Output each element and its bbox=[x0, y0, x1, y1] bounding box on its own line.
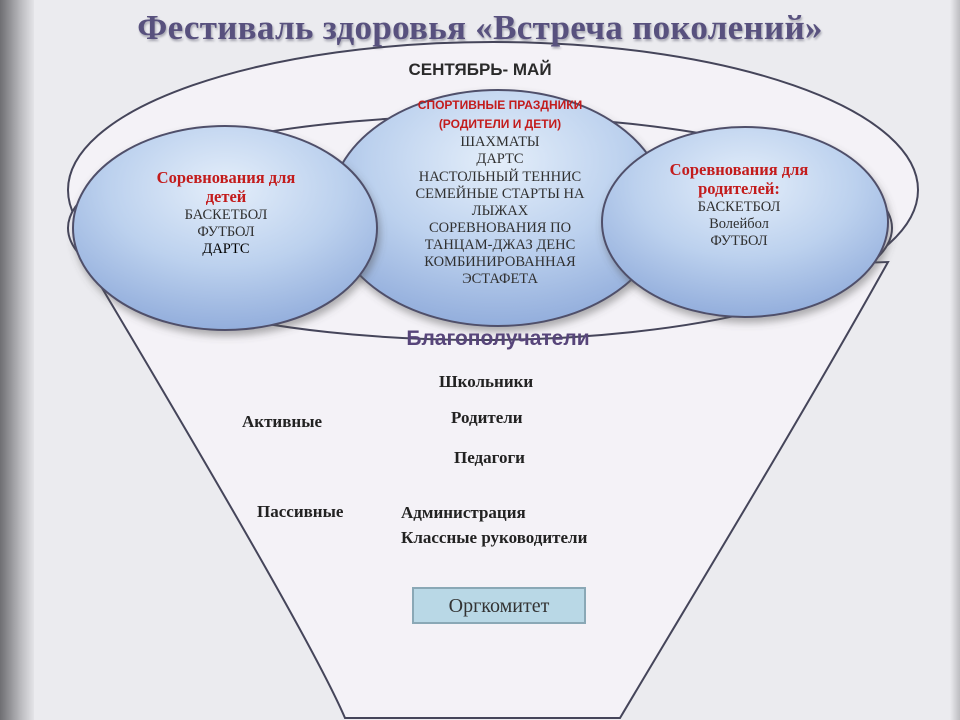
funnel-shape bbox=[100, 260, 890, 719]
center-bubble-item: ДАРТС bbox=[476, 151, 524, 168]
center-bubble-item: ЭСТАФЕТА bbox=[462, 271, 538, 288]
center-bubble-heading: СПОРТИВНЫЕ ПРАЗДНИКИ bbox=[417, 98, 583, 112]
left-bubble-text: Соревнования для детей БАСКЕТБОЛ ФУТБОЛ … bbox=[108, 168, 344, 258]
active-item-teachers: Педагоги bbox=[454, 448, 525, 467]
right-bubble-heading: Соревнования для bbox=[669, 160, 809, 179]
right-bubble-text: Соревнования для родителей: БАСКЕТБОЛ Во… bbox=[628, 160, 850, 250]
left-bubble-item: БАСКЕТБОЛ bbox=[184, 206, 268, 223]
center-bubble-item: СЕМЕЙНЫЕ СТАРТЫ НА bbox=[415, 185, 585, 202]
active-item-parents: Родители bbox=[451, 408, 523, 427]
left-bubble-heading-2: детей bbox=[205, 187, 247, 207]
beneficiaries-heading: Благополучатели bbox=[406, 327, 590, 350]
center-bubble-item: ШАХМАТЫ bbox=[460, 134, 540, 151]
center-bubble-heading-2: (РОДИТЕЛИ И ДЕТИ) bbox=[438, 117, 562, 132]
right-bubble-item: БАСКЕТБОЛ bbox=[697, 198, 781, 215]
period-label: СЕНТЯБРЬ- МАЙ bbox=[408, 60, 552, 79]
passive-item-administration: Администрация bbox=[401, 503, 526, 522]
page-title: Фестиваль здоровья «Встреча поколений» bbox=[137, 8, 823, 47]
organizer-box: Оргкомитет bbox=[412, 587, 586, 624]
right-bubble-item: ФУТБОЛ bbox=[710, 233, 768, 250]
left-bubble-item: ДАРТС bbox=[202, 241, 250, 258]
active-label: Активные bbox=[242, 412, 323, 431]
center-bubble-item: СОРЕВНОВАНИЯ ПО bbox=[428, 219, 572, 236]
center-bubble-item: НАСТОЛЬНЫЙ ТЕННИС bbox=[418, 168, 582, 185]
center-bubble-item: КОМБИНИРОВАННАЯ bbox=[424, 254, 576, 271]
left-bubble bbox=[72, 125, 378, 331]
center-bubble-item: ТАНЦАМ-ДЖАЗ ДЕНС bbox=[424, 237, 576, 254]
right-bubble bbox=[601, 126, 889, 318]
left-bubble-heading: Соревнования для bbox=[156, 168, 296, 187]
right-bubble-item: Волейбол bbox=[709, 216, 769, 233]
background-gradient-left bbox=[0, 0, 34, 720]
passive-label: Пассивные bbox=[257, 502, 344, 521]
active-item-students: Школьники bbox=[439, 372, 534, 391]
center-bubble-text: СПОРТИВНЫЕ ПРАЗДНИКИ (РОДИТЕЛИ И ДЕТИ) Ш… bbox=[384, 96, 616, 288]
passive-item-class-teachers: Классные руководители bbox=[401, 528, 588, 547]
center-bubble-item: ЛЫЖАХ bbox=[471, 202, 529, 219]
right-bubble-heading-2: родителей: bbox=[698, 179, 780, 199]
background-gradient-right bbox=[950, 0, 960, 720]
left-bubble-item: ФУТБОЛ bbox=[197, 224, 255, 241]
